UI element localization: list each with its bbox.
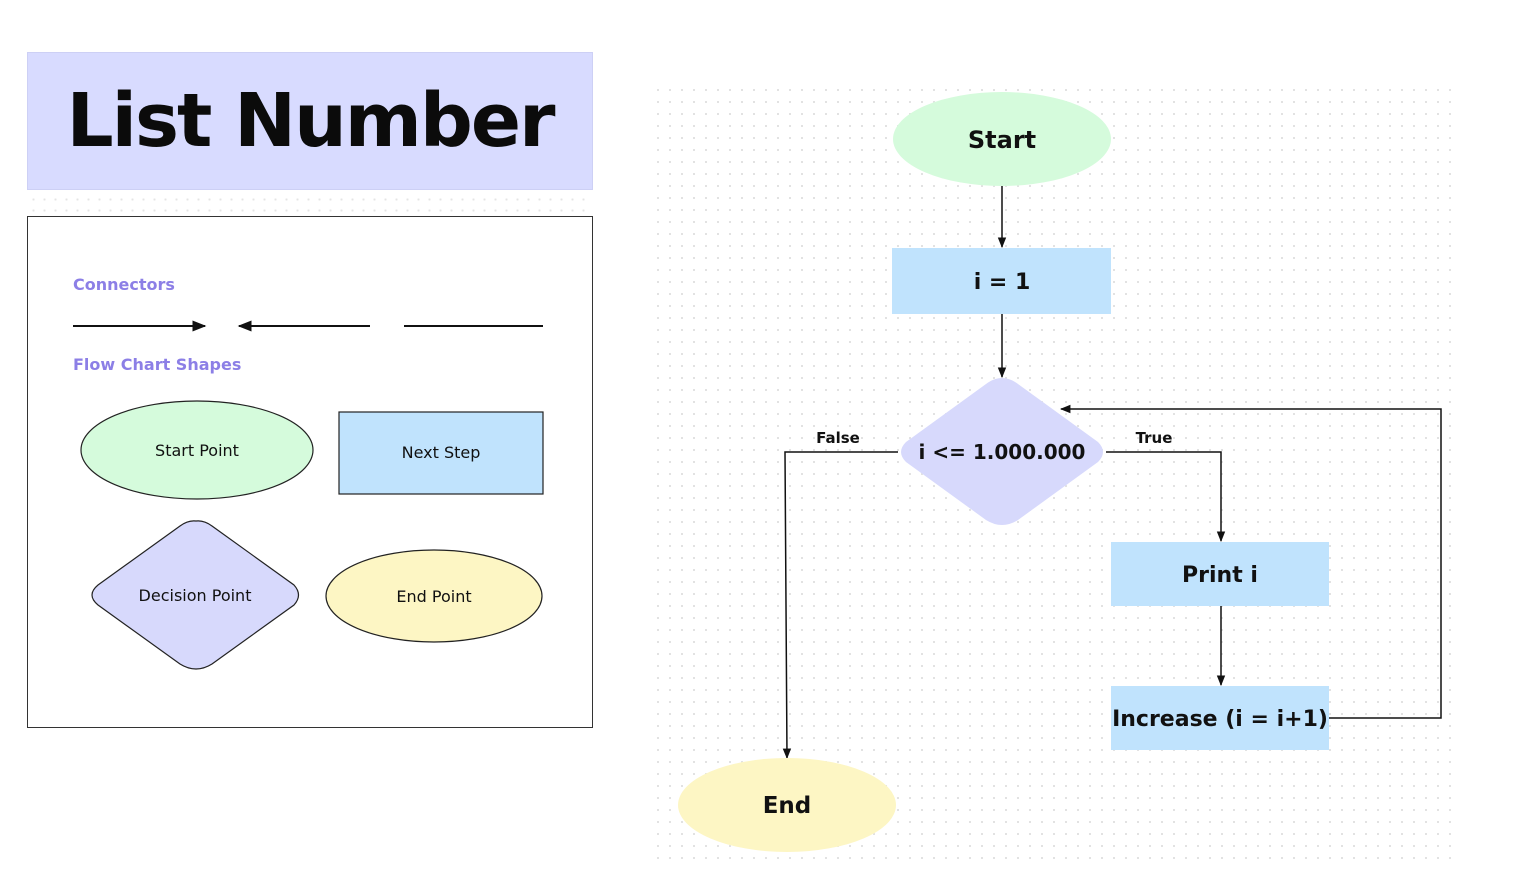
arrow-decision-true [1106, 451, 1226, 543]
flow-false-label: False [816, 429, 860, 447]
flow-print-label: Print i [1182, 563, 1258, 588]
flow-true-label: True [1136, 429, 1173, 447]
flow-init-label: i = 1 [974, 270, 1031, 295]
flow-increase-node: Increase (i = i+1) [1111, 686, 1329, 750]
legend-end-label: End Point [396, 587, 471, 606]
flow-print-node: Print i [1111, 542, 1329, 606]
flow-end-node: End [678, 758, 896, 852]
shapes-heading: Flow Chart Shapes [73, 355, 242, 374]
flow-decision-node: i <= 1.000.000 [901, 378, 1103, 525]
flow-start-node: Start [893, 92, 1111, 186]
flow-increase-label: Increase (i = i+1) [1112, 707, 1328, 732]
legend-decision-point: Decision Point [91, 520, 300, 670]
arrow-decision-false [782, 451, 898, 760]
legend-start-label: Start Point [155, 441, 239, 460]
legend-next-step: Next Step [338, 411, 544, 495]
flow-end-label: End [763, 793, 812, 819]
connectors-heading: Connectors [73, 275, 175, 294]
title-banner: List Number [27, 52, 593, 190]
flow-decision-label: i <= 1.000.000 [919, 440, 1086, 464]
legend-dot-strip [28, 194, 592, 214]
legend-next-label: Next Step [402, 443, 481, 462]
legend-end-point: End Point [325, 549, 543, 643]
flow-init-node: i = 1 [892, 248, 1111, 314]
flow-start-label: Start [968, 126, 1036, 154]
page-title: List Number [66, 78, 555, 164]
arrow-loop-back [1059, 404, 1442, 719]
legend-start-point: Start Point [80, 400, 314, 500]
legend-decision-label: Decision Point [139, 586, 252, 605]
